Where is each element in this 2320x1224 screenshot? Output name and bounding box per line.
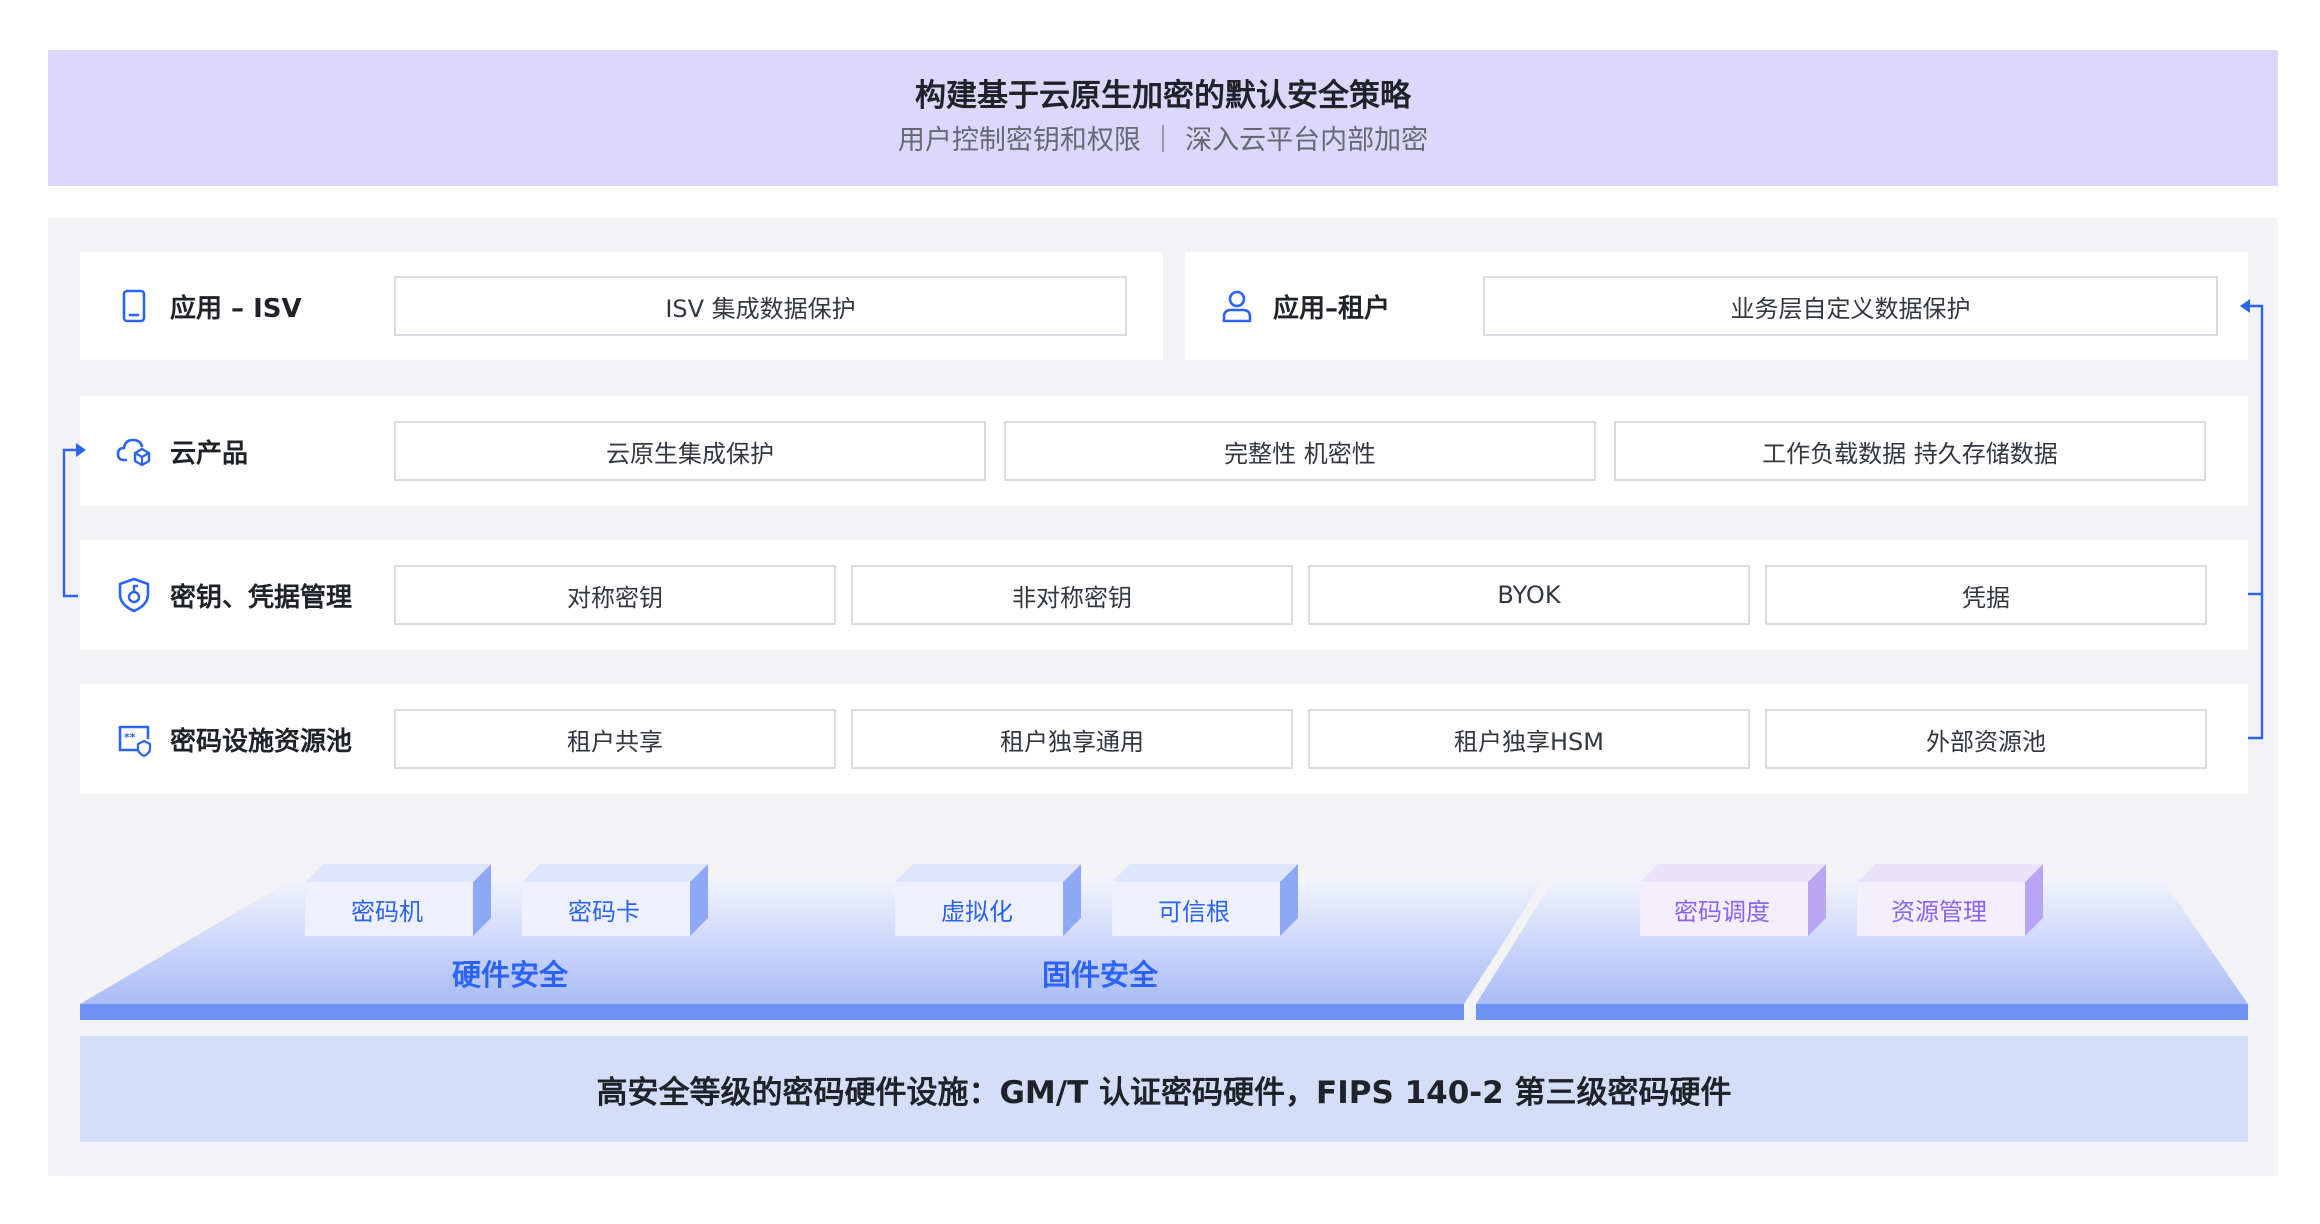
row-pool-card: ** 密码设施资源池 租户共享 租户独享通用 租户独享HSM 外部资源池 xyxy=(80,684,2248,794)
item-cloud-native: 云原生集成保护 xyxy=(394,421,986,481)
block-label-cipher-machine: 密码机 xyxy=(351,897,423,926)
row-isv-card: 应用 – ISV ISV 集成数据保护 xyxy=(80,252,1163,360)
cloud-icon xyxy=(116,433,152,469)
block-cipher-scheduling xyxy=(1640,864,1826,936)
block-label-cipher-scheduling: 密码调度 xyxy=(1674,897,1770,926)
item-credential: 凭据 xyxy=(1765,565,2207,625)
item-tenant-exclusive-general: 租户独享通用 xyxy=(851,709,1293,769)
row-label-tenant: 应用–租户 xyxy=(1273,293,1391,324)
section-label-firmware-security: 固件安全 xyxy=(1042,958,1159,992)
item-workload-data: 工作负载数据 持久存储数据 xyxy=(1614,421,2206,481)
block-label-virtualization: 虚拟化 xyxy=(941,897,1013,926)
item-external-pool: 外部资源池 xyxy=(1765,709,2207,769)
block-virtualization xyxy=(895,864,1081,936)
row-label-pool: 密码设施资源池 xyxy=(170,726,353,757)
item-byok: BYOK xyxy=(1308,565,1750,625)
item-asymmetric-key: 非对称密钥 xyxy=(851,565,1293,625)
password-device-icon: ** xyxy=(116,721,152,758)
svg-text:**: ** xyxy=(124,731,136,744)
item-integrity: 完整性 机密性 xyxy=(1004,421,1596,481)
hardware-foundation: 高安全等级的密码硬件设施：GM/T 认证密码硬件，FIPS 140-2 第三级密… xyxy=(80,1036,2248,1142)
block-cipher-card xyxy=(522,864,708,936)
block-label-resource-management: 资源管理 xyxy=(1891,897,1987,926)
item-tenant-protection: 业务层自定义数据保护 xyxy=(1483,276,2218,336)
row-label-cloud: 云产品 xyxy=(170,438,249,469)
section-label-hardware-security: 硬件安全 xyxy=(452,958,569,992)
item-tenant-exclusive-hsm: 租户独享HSM xyxy=(1308,709,1750,769)
banner-title: 构建基于云原生加密的默认安全策略 xyxy=(915,78,1411,114)
user-icon xyxy=(1219,288,1255,324)
row-keys-card: 密钥、凭据管理 对称密钥 非对称密钥 BYOK 凭据 xyxy=(80,540,2248,650)
left-platform-top xyxy=(80,876,1546,1004)
banner-subtitle: 用户控制密钥和权限 ｜ 深入云平台内部加密 xyxy=(897,125,1429,156)
header-banner: 构建基于云原生加密的默认安全策略 用户控制密钥和权限 ｜ 深入云平台内部加密 xyxy=(48,50,2278,186)
row-label-isv: 应用 – ISV xyxy=(170,293,302,324)
shield-key-icon xyxy=(116,577,152,613)
row-tenant-card: 应用–租户 业务层自定义数据保护 xyxy=(1185,252,2248,360)
item-isv-protection: ISV 集成数据保护 xyxy=(394,276,1127,336)
block-label-trusted-root: 可信根 xyxy=(1158,897,1230,926)
item-symmetric-key: 对称密钥 xyxy=(394,565,836,625)
tablet-icon xyxy=(116,288,152,324)
row-label-keys: 密钥、凭据管理 xyxy=(170,582,353,613)
block-label-cipher-card: 密码卡 xyxy=(568,897,640,926)
row-cloud-card: 云产品 云原生集成保护 完整性 机密性 工作负载数据 持久存储数据 xyxy=(80,396,2248,506)
item-tenant-shared: 租户共享 xyxy=(394,709,836,769)
block-resource-management xyxy=(1857,864,2043,936)
block-cipher-machine xyxy=(305,864,491,936)
block-trusted-root xyxy=(1112,864,1298,936)
left-platform-edge xyxy=(80,1004,1464,1020)
left-connector-arrow xyxy=(62,443,86,598)
right-connector-arrow xyxy=(2240,299,2264,740)
right-platform-edge xyxy=(1476,1004,2248,1020)
